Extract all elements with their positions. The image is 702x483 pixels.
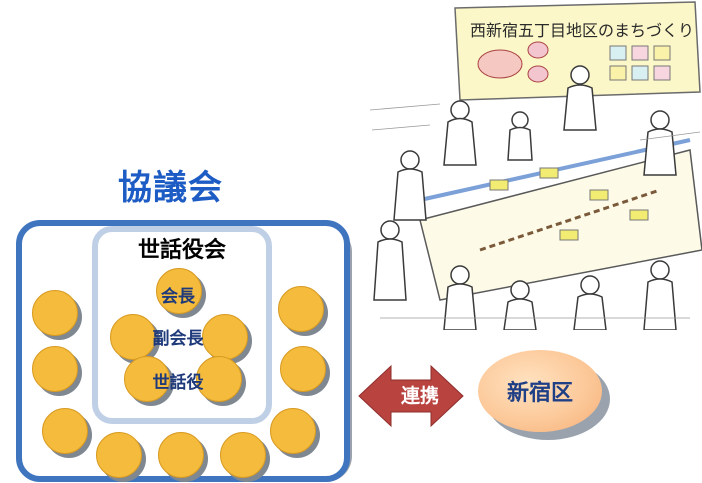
member-circle [42,408,88,454]
role-label-caretaker: 世話役 [152,373,204,393]
committee-title: 世話役会 [137,238,226,263]
ward-oval: 新宿区 [478,350,602,432]
member-circle [110,314,156,360]
member-circle [32,346,78,392]
double-arrow-icon [358,364,464,428]
member-circle [196,356,242,402]
member-circle [124,356,170,402]
member-circle [32,290,78,336]
member-circle [96,432,142,478]
ward-label: 新宿区 [506,381,573,406]
link-label: 連携 [400,385,439,407]
role-label-chair: 会長 [161,287,195,307]
member-circle [220,432,266,478]
workshop-sketch-illustration: 西新宿五丁目地区のまちづくり [360,0,702,330]
council-title: 協議会 [118,168,223,208]
member-circle [280,346,326,392]
member-circle [158,432,204,478]
board-title: 西新宿五丁目地区のまちづくり [470,21,694,40]
role-label-vice-chair: 副会長 [152,329,204,349]
member-circle [278,286,324,332]
member-circle [270,408,316,454]
member-circle-chair [156,268,202,314]
